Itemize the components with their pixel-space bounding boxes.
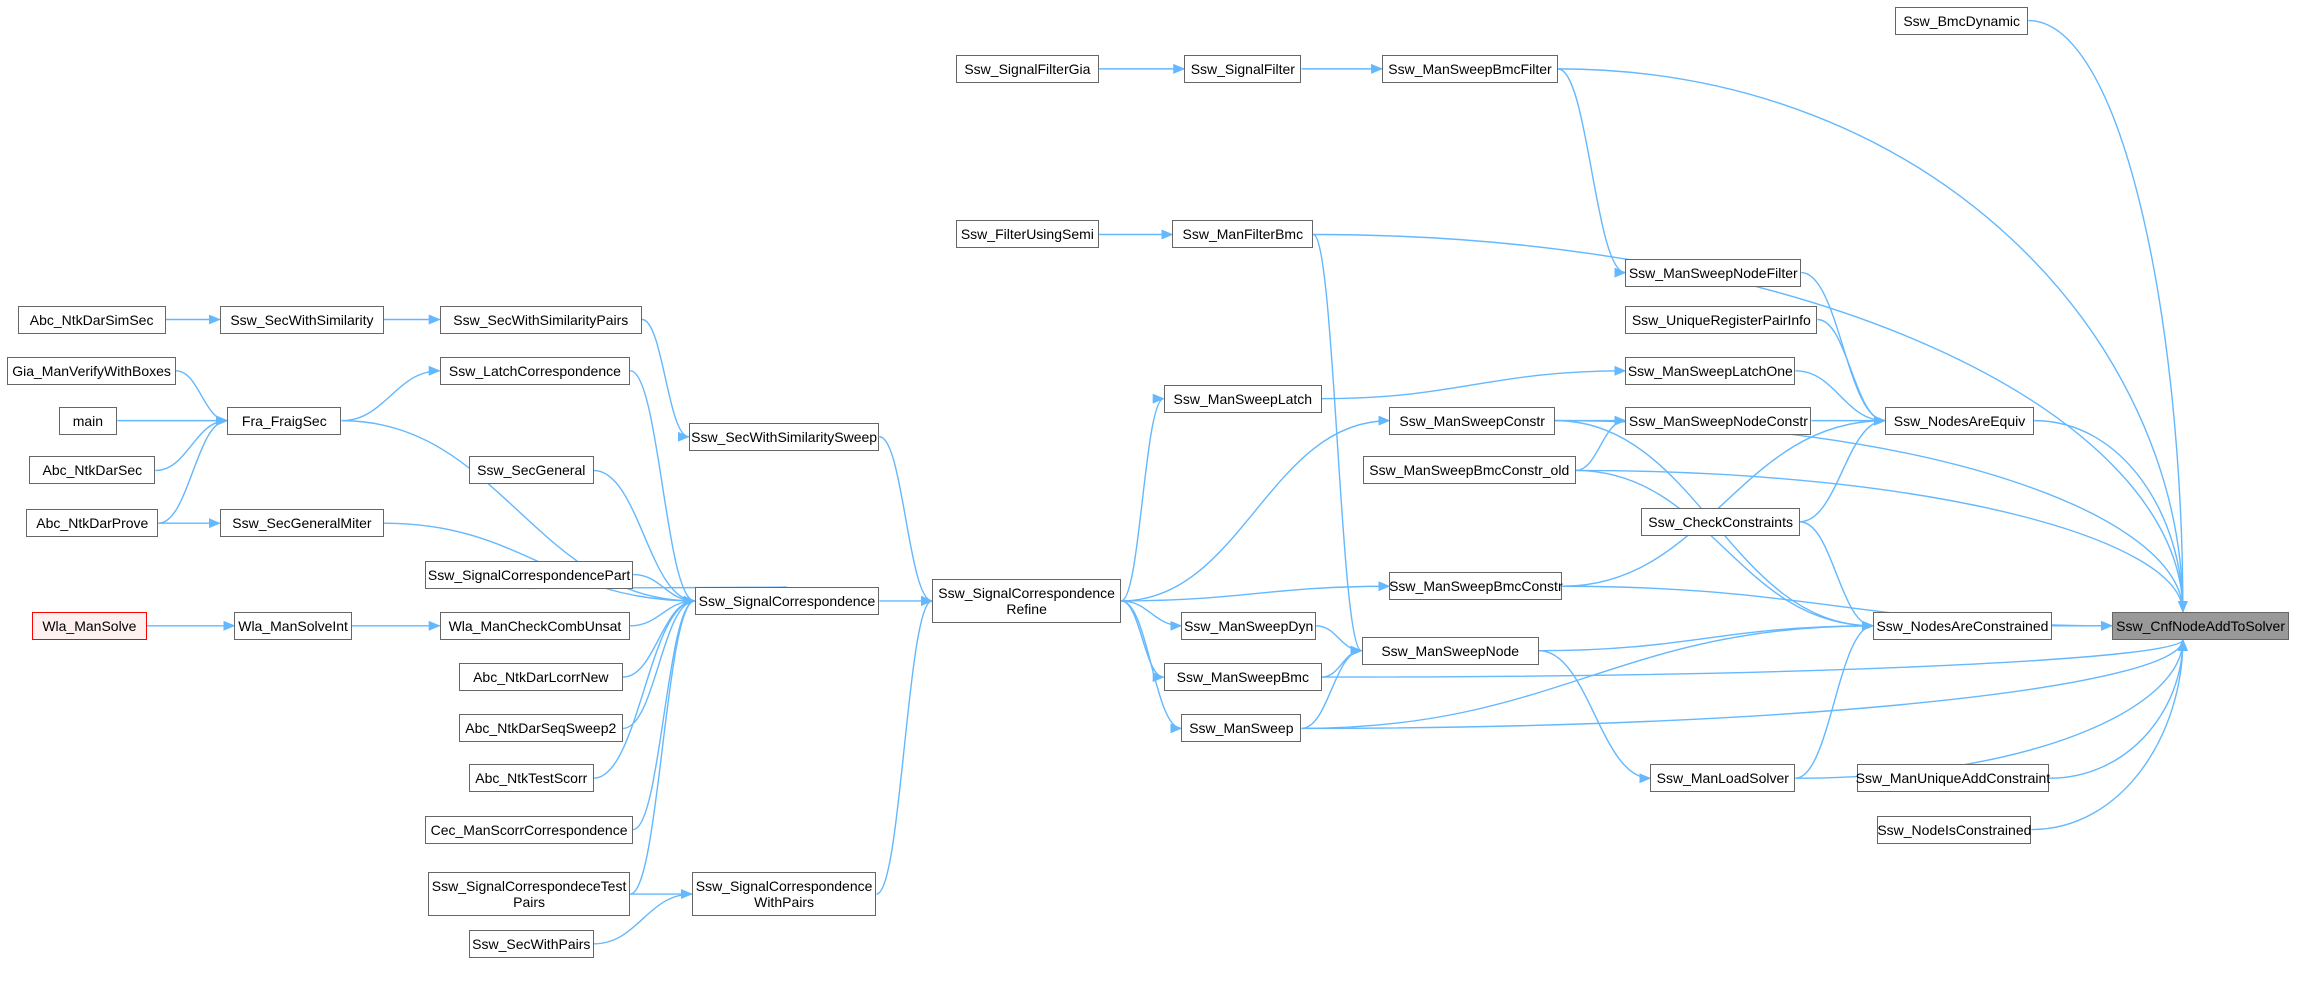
edge-swss-to-scr xyxy=(879,436,934,606)
edge-scr-to-msdyn xyxy=(1121,600,1183,631)
edge-msbmc-to-cnf xyxy=(1321,638,2188,678)
node-ssw-mansweepdyn[interactable]: Ssw_ManSweepDyn xyxy=(1181,611,1317,640)
node-ssw-mansweepbmcconstr[interactable]: Ssw_ManSweepBmcConstr xyxy=(1389,572,1563,601)
edge-scr-to-msbmc xyxy=(1120,600,1165,683)
node-abc-ntkdarprove[interactable]: Abc_NtkDarProve xyxy=(26,509,159,538)
node-abc-ntktestscorr[interactable]: Abc_NtkTestScorr xyxy=(468,764,594,793)
edge-mls-to-nac xyxy=(1795,620,1875,779)
node-ssw-signalcorrespondencerefine[interactable]: Ssw_SignalCorrespondence Refine xyxy=(932,578,1122,623)
node-ssw-nodesareequiv[interactable]: Ssw_NodesAreEquiv xyxy=(1884,406,2035,435)
edge-msbmc-to-msn xyxy=(1321,645,1363,678)
node-ssw-secwithpairs[interactable]: Ssw_SecWithPairs xyxy=(468,929,594,958)
edge-dss2-to-sc xyxy=(622,595,696,730)
node-ssw-checkconstraints[interactable]: Ssw_CheckConstraints xyxy=(1641,507,1800,536)
edge-gia-to-ffs xyxy=(175,370,229,426)
edge-msbf-to-cnf xyxy=(1557,68,2188,613)
edge-scr-to-msc xyxy=(1121,415,1391,602)
node-ssw-latchcorrespondence[interactable]: Ssw_LatchCorrespondence xyxy=(439,356,631,385)
node-cec-manscorrcorrespondence[interactable]: Cec_ManScorrCorrespondence xyxy=(425,815,634,844)
node-ssw-mansweepbmcfilter[interactable]: Ssw_ManSweepBmcFilter xyxy=(1382,54,1558,83)
edge-mfb-to-cnf xyxy=(1313,233,2188,613)
node-ssw-mansweepbmc[interactable]: Ssw_ManSweepBmc xyxy=(1163,663,1322,692)
edge-msl-to-mslo xyxy=(1321,365,1627,400)
node-ssw-secwithsimilaritysweep[interactable]: Ssw_SecWithSimilaritySweep xyxy=(688,422,880,451)
node-ssw-mansweepnodeconstr[interactable]: Ssw_ManSweepNodeConstr xyxy=(1625,406,1812,435)
edge-bmcdyn-to-cnf xyxy=(2028,19,2188,613)
node-gia-manverifywithboxes[interactable]: Gia_ManVerifyWithBoxes xyxy=(7,356,176,385)
edge-swsp-to-swss xyxy=(641,318,690,442)
node-ssw-cnfnodeaddtosolver[interactable]: Ssw_CnfNodeAddToSolver xyxy=(2111,611,2290,640)
edge-lc-to-sc xyxy=(629,370,696,606)
node-ssw-bmcdynamic[interactable]: Ssw_BmcDynamic xyxy=(1895,6,2029,35)
node-abc-ntkdarlcorrnew[interactable]: Abc_NtkDarLcorrNew xyxy=(458,663,623,692)
node-ssw-secgeneralmiter[interactable]: Ssw_SecGeneralMiter xyxy=(219,509,384,538)
node-abc-ntkdarsec[interactable]: Abc_NtkDarSec xyxy=(29,456,156,485)
edge-scwp-to-scr xyxy=(876,596,934,895)
node-ssw-secwithsimilaritypairs[interactable]: Ssw_SecWithSimilarityPairs xyxy=(439,305,642,334)
edge-msdyn-to-msn xyxy=(1316,625,1363,656)
node-ssw-signalcorrespondence[interactable]: Ssw_SignalCorrespondence xyxy=(694,586,880,615)
edge-scr-to-ms xyxy=(1121,600,1183,734)
edge-msbco-to-nac xyxy=(1575,469,1875,631)
edge-ms-to-cnf xyxy=(1301,638,2188,730)
node-ssw-signalcorrespondencewithpairs[interactable]: Ssw_SignalCorrespondence WithPairs xyxy=(691,872,877,917)
node-ssw-uniqueregisterpairinfo[interactable]: Ssw_UniqueRegisterPairInfo xyxy=(1625,305,1818,334)
edge-swp-to-scwp xyxy=(593,889,693,945)
edge-msbco-to-msnc xyxy=(1575,415,1627,472)
node-ssw-secgeneral[interactable]: Ssw_SecGeneral xyxy=(468,456,594,485)
node-ssw-mansweepbmcconstr-old[interactable]: Ssw_ManSweepBmcConstr_old xyxy=(1363,456,1576,485)
edge-cec-to-sc xyxy=(632,595,696,831)
node-ssw-manloadsolver[interactable]: Ssw_ManLoadSolver xyxy=(1650,764,1796,793)
node-fra-fraigsec[interactable]: Fra_FraigSec xyxy=(227,406,342,435)
edge-sctp-to-sc xyxy=(629,596,696,895)
edge-msbc-to-nae xyxy=(1562,415,1886,587)
node-wla-mansolveint[interactable]: Wla_ManSolveInt xyxy=(234,611,352,640)
edge-msbf-to-msnf xyxy=(1557,68,1627,278)
node-ssw-mansweepnode[interactable]: Ssw_ManSweepNode xyxy=(1361,636,1539,665)
node-ssw-signalcorrespondencepart[interactable]: Ssw_SignalCorrespondencePart xyxy=(425,560,634,589)
edge-nic-to-cnf xyxy=(2031,638,2188,831)
edge-cc-to-nac xyxy=(1799,521,1875,631)
edge-nts-to-sc xyxy=(593,595,696,779)
edge-msn-to-mls xyxy=(1538,650,1652,784)
edge-ffs-to-lc xyxy=(341,365,441,422)
edge-scr-to-msbc xyxy=(1121,581,1391,602)
edge-dprove-to-ffs xyxy=(158,415,229,524)
node-ssw-filterusingsemi[interactable]: Ssw_FilterUsingSemi xyxy=(955,220,1100,249)
node-ssw-secwithsimilarity[interactable]: Ssw_SecWithSimilarity xyxy=(219,305,384,334)
edge-dsec-to-ffs xyxy=(155,415,229,472)
edge-scr-to-msl xyxy=(1120,393,1165,602)
node-ssw-nodeisconstrained[interactable]: Ssw_NodeIsConstrained xyxy=(1877,815,2031,844)
edge-ffs-to-sc xyxy=(341,419,696,606)
node-ssw-manuniqueaddconstraint[interactable]: Ssw_ManUniqueAddConstraint xyxy=(1856,764,2050,793)
node-abc-ntkdarsimsec[interactable]: Abc_NtkDarSimSec xyxy=(17,305,166,334)
node-ssw-manfilterbmc[interactable]: Ssw_ManFilterBmc xyxy=(1172,220,1314,249)
edge-mfb-to-msn xyxy=(1312,233,1363,656)
edge-ms-to-nac xyxy=(1301,620,1875,730)
node-wla-mancheckcombunsat[interactable]: Wla_ManCheckCombUnsat xyxy=(439,611,631,640)
node-ssw-signalfiltergia[interactable]: Ssw_SignalFilterGia xyxy=(955,54,1100,83)
edge-nae-to-cnf xyxy=(2034,419,2188,613)
node-ssw-mansweeplatchone[interactable]: Ssw_ManSweepLatchOne xyxy=(1625,356,1796,385)
node-ssw-signalcorrespondecetestpairs[interactable]: Ssw_SignalCorrespondeceTest Pairs xyxy=(427,872,631,917)
edge-muac-to-cnf xyxy=(2048,638,2188,779)
edge-cc-to-nae xyxy=(1799,415,1886,523)
node-ssw-mansweeplatch[interactable]: Ssw_ManSweepLatch xyxy=(1163,384,1322,413)
node-wla-mansolve[interactable]: Wla_ManSolve xyxy=(32,611,147,640)
edge-ms-to-msn xyxy=(1301,645,1363,730)
node-ssw-mansweepconstr[interactable]: Ssw_ManSweepConstr xyxy=(1389,406,1555,435)
node-abc-ntkdarseqsweep2[interactable]: Abc_NtkDarSeqSweep2 xyxy=(458,714,623,743)
node-ssw-mansweep[interactable]: Ssw_ManSweep xyxy=(1181,714,1302,743)
edge-msbco-to-cnf xyxy=(1575,469,2188,613)
edge-mslo-to-nae xyxy=(1795,370,1886,426)
edge-msn-to-nac xyxy=(1538,620,1875,652)
node-ssw-nodesareconstrained[interactable]: Ssw_NodesAreConstrained xyxy=(1873,611,2052,640)
node-ssw-mansweepnodefilter[interactable]: Ssw_ManSweepNodeFilter xyxy=(1625,258,1802,287)
node-ssw-signalfilter[interactable]: Ssw_SignalFilter xyxy=(1184,54,1302,83)
node-main[interactable]: main xyxy=(58,406,118,435)
edge-sg-to-sc xyxy=(593,469,696,606)
